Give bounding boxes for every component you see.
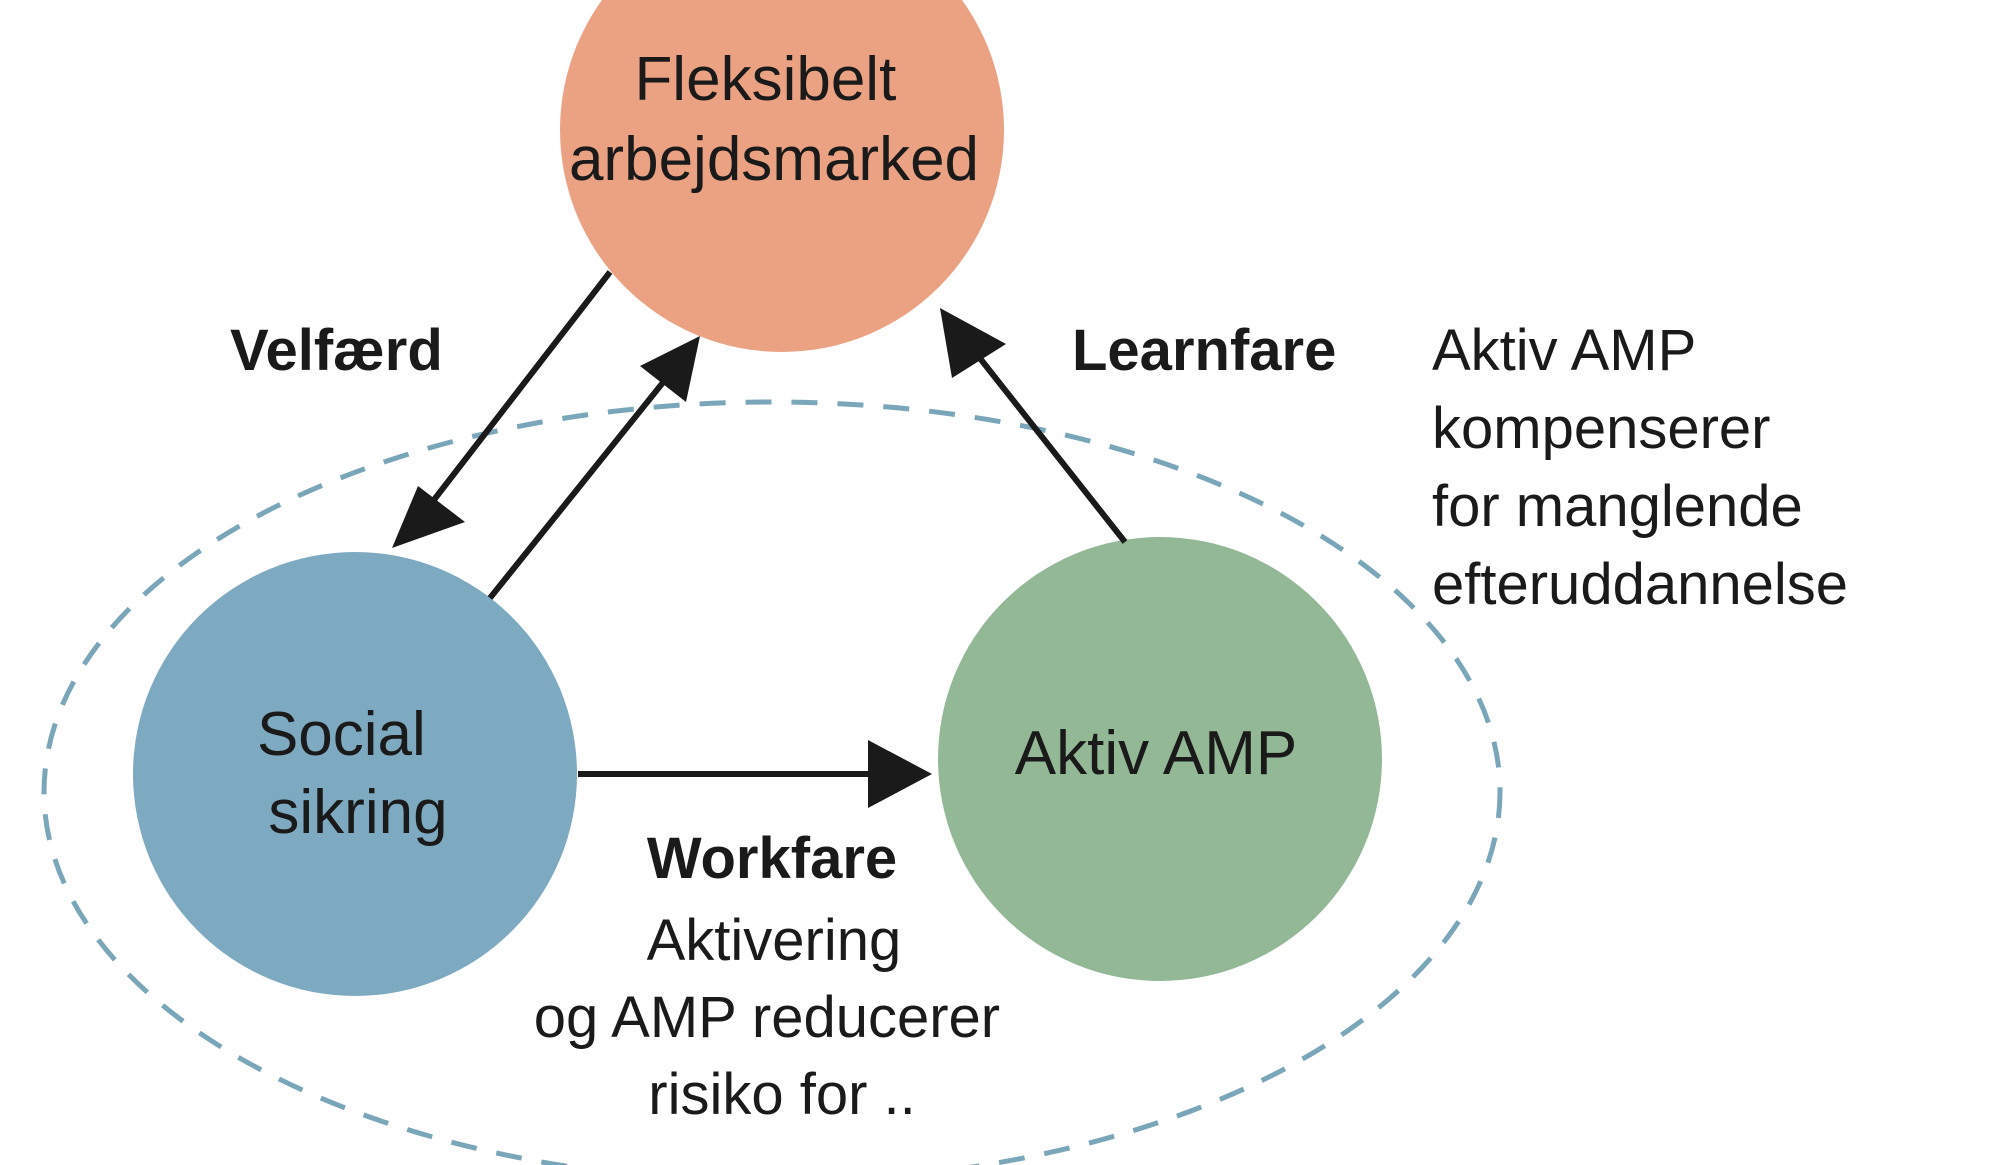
aktiv-desc-line4: efteruddannelse [1432,552,1848,617]
workfare-description: Aktivering og AMP reducerer risiko for .… [534,908,1017,1127]
aktiv-label: Aktiv AMP [1015,719,1298,788]
aktiv-desc-line3: for manglende [1432,474,1803,539]
workfare-label: Workfare [647,826,897,891]
fleksibelt-label: Fleksibelt arbejdsmarked [569,45,979,194]
learnfare-arrow [940,308,1128,544]
active-welfare-ellipse [41,399,1503,1165]
learnfare-label: Learnfare [1072,318,1336,383]
aktiv-desc-line2: kompenserer [1432,396,1770,461]
aktiv-amp-description: Aktiv AMP kompenserer for manglende efte… [1432,318,1848,617]
aktiv-line1: Aktiv AMP [1015,719,1298,788]
fleksibelt-line1: Fleksibelt [634,45,896,114]
aktiv-amp-circle [938,537,1382,981]
aktiv-desc-line1: Aktiv AMP [1432,318,1695,383]
fleksibelt-arbejdsmarked-circle [560,0,1004,352]
workfare-desc-line2: og AMP reducerer [534,985,1000,1050]
social-label: Social sikring [257,700,448,847]
workfare-desc-line1: Aktivering [647,908,902,973]
social-to-fleksibelt-arrow [487,336,700,600]
social-line1: Social [257,700,426,769]
workfare-arrow [578,740,932,808]
velfaerd-arrow [392,270,613,548]
social-line2: sikring [268,778,447,847]
workfare-desc-line3: risiko for .. [648,1062,916,1127]
fleksibelt-line2: arbejdsmarked [569,125,979,194]
velfaerd-label: Velfærd [230,318,443,383]
social-sikring-circle [133,552,577,996]
